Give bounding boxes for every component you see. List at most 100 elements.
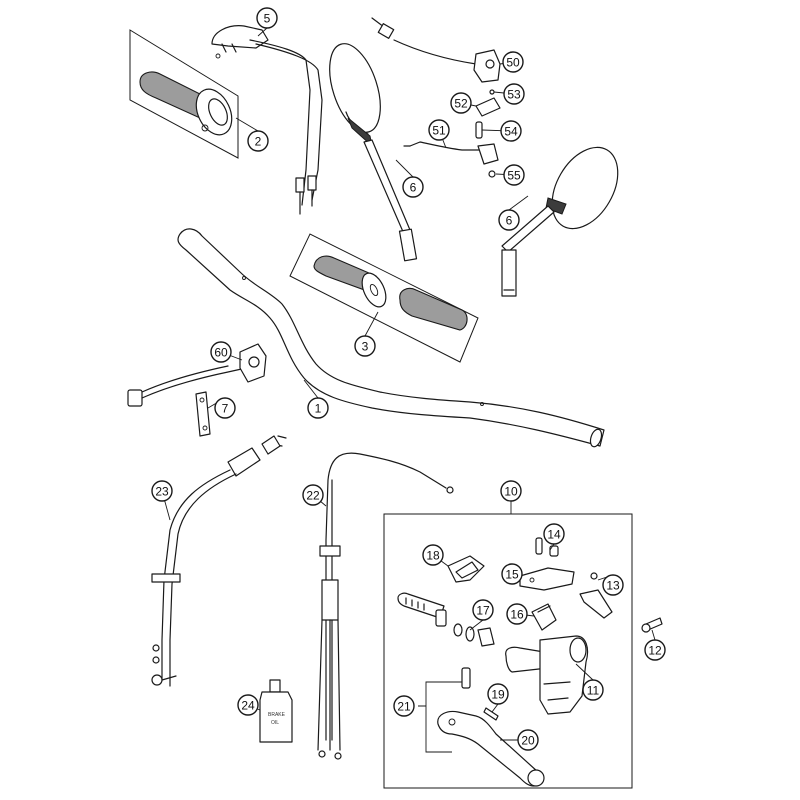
callout-51: 51 — [428, 119, 450, 141]
callout-circle — [582, 679, 604, 701]
leader-line — [395, 159, 414, 178]
callout-number: 53 — [507, 88, 521, 102]
callout-number: 18 — [426, 549, 440, 563]
callout-circle — [402, 176, 424, 198]
callout-54: 54 — [500, 120, 522, 142]
leader-line — [549, 543, 555, 551]
callout-14: 14 — [543, 523, 565, 545]
hand-brake-assembly — [383, 500, 633, 789]
callout-20: 20 — [517, 729, 539, 751]
bottle-label-line-1: BRAKE — [268, 712, 286, 718]
callout-number: 14 — [547, 528, 561, 542]
leader-line — [575, 663, 594, 681]
callout-number: 6 — [410, 181, 417, 195]
callout-circle — [498, 209, 520, 231]
bottle-label-line-2: OIL — [271, 720, 279, 726]
callout-number: 55 — [507, 169, 521, 183]
callout-12: 12 — [644, 639, 666, 661]
leader-line — [508, 195, 529, 211]
callout-19: 19 — [487, 683, 509, 705]
callout-7: 7 — [214, 397, 236, 419]
leader-line — [469, 619, 484, 631]
callout-circle — [307, 397, 329, 419]
callout-21: 21 — [393, 695, 415, 717]
leader-line — [235, 117, 259, 132]
callout-number: 60 — [214, 346, 228, 360]
callout-circle — [506, 603, 528, 625]
horn-switch-assembly — [371, 17, 501, 178]
throttle-grip — [129, 29, 239, 159]
callout-number: 51 — [432, 124, 446, 138]
callout-number: 54 — [504, 125, 518, 139]
callout-number: 7 — [222, 402, 229, 416]
handlebar — [177, 228, 605, 448]
callout-23: 23 — [151, 480, 173, 502]
callout-16: 16 — [506, 603, 528, 625]
callout-circle — [501, 563, 523, 585]
callout-53: 53 — [503, 83, 525, 105]
callout-6b: 6 — [498, 209, 520, 231]
handlebar-grips — [289, 233, 479, 363]
callout-number: 2 — [255, 135, 262, 149]
callout-number: 23 — [155, 485, 169, 499]
callout-circle — [517, 729, 539, 751]
callout-55: 55 — [503, 164, 525, 186]
screw-12 — [641, 617, 663, 633]
throttle-cable-assembly — [211, 25, 323, 215]
callout-number: 22 — [306, 489, 320, 503]
callout-3: 3 — [354, 335, 376, 357]
callout-60: 60 — [210, 341, 232, 363]
callout-layer: 1235667101112131415161718192021222324505… — [151, 7, 666, 751]
kill-switch — [127, 343, 267, 407]
callout-circle — [503, 164, 525, 186]
leader-line — [491, 703, 499, 713]
callout-11: 11 — [582, 679, 604, 701]
callout-circle — [428, 119, 450, 141]
callout-circle — [503, 83, 525, 105]
callout-18: 18 — [422, 544, 444, 566]
callout-number: 19 — [491, 688, 505, 702]
callout-circle — [354, 335, 376, 357]
callout-13: 13 — [602, 574, 624, 596]
callout-circle — [210, 341, 232, 363]
callout-number: 1 — [315, 402, 322, 416]
callout-2: 2 — [247, 130, 269, 152]
callout-number: 15 — [505, 568, 519, 582]
callout-circle — [450, 92, 472, 114]
callout-circle — [214, 397, 236, 419]
callout-circle — [543, 523, 565, 545]
cable-22 — [317, 452, 454, 760]
callout-circle — [502, 51, 524, 73]
callout-number: 17 — [476, 604, 490, 618]
callout-circle — [237, 694, 259, 716]
callout-circle — [602, 574, 624, 596]
cable-23 — [151, 435, 287, 687]
callout-22: 22 — [302, 484, 324, 506]
brake-fluid-bottle: BRAKE OIL — [259, 679, 293, 743]
callout-10: 10 — [500, 480, 522, 502]
callout-50: 50 — [502, 51, 524, 73]
mirror-left — [329, 43, 418, 262]
leader-line — [651, 629, 656, 641]
callout-circle — [500, 480, 522, 502]
callout-number: 24 — [241, 699, 255, 713]
leader-line — [303, 379, 319, 399]
callout-number: 11 — [587, 684, 600, 698]
callout-circle — [472, 599, 494, 621]
callout-number: 10 — [504, 485, 518, 499]
callout-number: 21 — [397, 700, 411, 714]
mirror-right — [501, 146, 619, 297]
callout-17: 17 — [472, 599, 494, 621]
callout-circle — [644, 639, 666, 661]
callout-circle — [500, 120, 522, 142]
callout-number: 50 — [506, 56, 520, 70]
callout-5: 5 — [256, 7, 278, 29]
callout-circle — [487, 683, 509, 705]
callout-24: 24 — [237, 694, 259, 716]
callout-circle — [302, 484, 324, 506]
callout-number: 5 — [264, 12, 271, 26]
callout-number: 12 — [648, 644, 662, 658]
leader-line — [364, 311, 379, 337]
callout-1: 1 — [307, 397, 329, 419]
callout-circle — [247, 130, 269, 152]
